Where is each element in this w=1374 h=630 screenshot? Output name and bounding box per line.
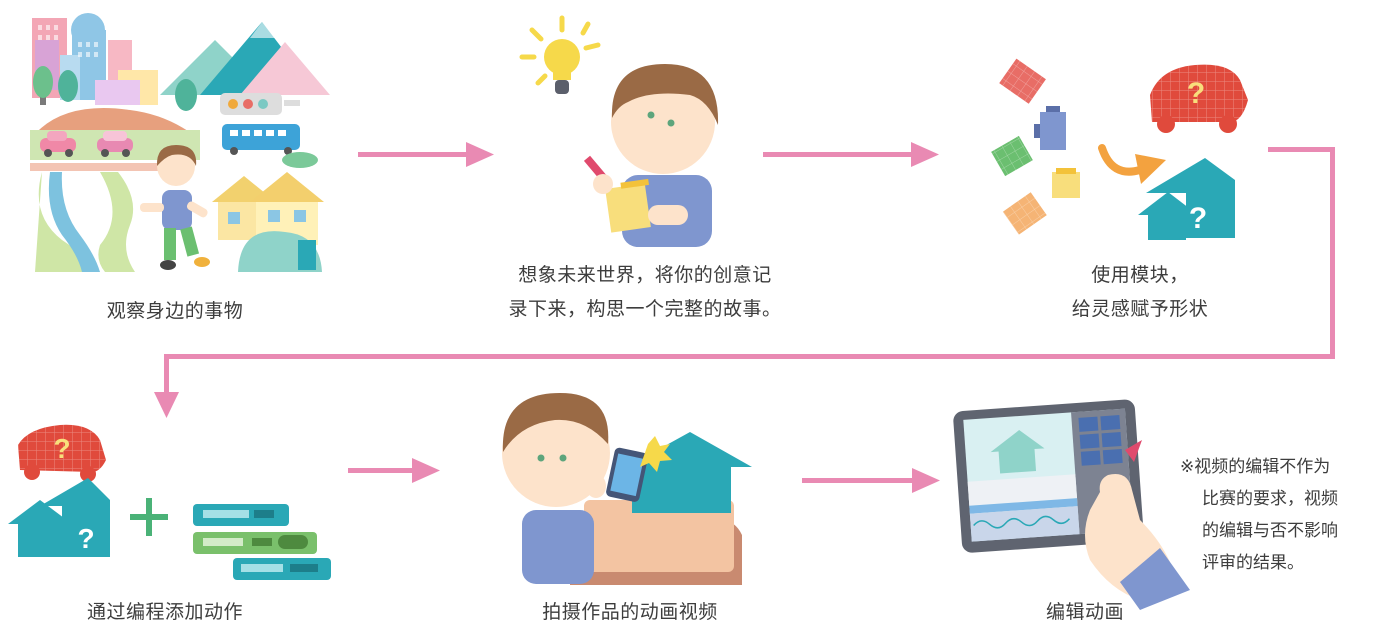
step2-caption: 想象未来世界，将你的创意记 录下来，构思一个完整的故事。 xyxy=(470,258,820,326)
blocks-illustration xyxy=(991,58,1248,240)
car-shape-icon xyxy=(18,424,106,482)
note-line3: 的编辑与否不影响 xyxy=(1202,521,1338,541)
step1-caption: 观察身边的事物 xyxy=(106,300,244,322)
arrow-right-icon xyxy=(348,458,440,483)
arrow-connector-icon xyxy=(154,147,1335,418)
smartphone-icon xyxy=(606,447,648,502)
car-shape-icon xyxy=(1150,64,1248,133)
lightbulb-icon xyxy=(519,15,601,94)
step3-caption-line1: 使用模块， xyxy=(1091,264,1189,286)
programming-illustration xyxy=(8,424,331,580)
imagining-boy-illustration xyxy=(519,15,719,247)
step3-caption-line2: 给灵感赋予形状 xyxy=(1071,298,1209,320)
step6-caption: 编辑动画 xyxy=(1045,601,1124,623)
step3-caption: 使用模块， 给灵感赋予形状 xyxy=(1040,258,1240,326)
city-scene-illustration xyxy=(30,13,330,272)
flow-arrows xyxy=(154,142,1335,493)
house-question-mark: ? xyxy=(1189,202,1207,235)
note-line2: 比赛的要求，视频 xyxy=(1202,489,1338,509)
step2-caption-line1: 想象未来世界，将你的创意记 xyxy=(518,264,772,286)
program-blocks xyxy=(193,504,331,580)
step2-caption-line2: 录下来，构思一个完整的故事。 xyxy=(508,298,782,320)
step5-caption: 拍摄作品的动画视频 xyxy=(542,601,718,623)
house-shape-icon xyxy=(8,478,110,557)
house-question-mark: ? xyxy=(77,523,94,554)
note-line1: ※视频的编辑不作为 xyxy=(1180,457,1331,477)
car-question-mark: ? xyxy=(1187,77,1205,110)
arrow-right-icon xyxy=(763,142,939,167)
editing-note: ※视频的编辑不作为 比赛的要求，视频 的编辑与否不影响 评审的结果。 xyxy=(1180,451,1370,579)
filming-illustration xyxy=(502,393,752,585)
editing-tablet-illustration xyxy=(953,399,1190,610)
arrow-right-icon xyxy=(358,142,494,167)
note-line4: 评审的结果。 xyxy=(1202,553,1304,573)
arrow-right-icon xyxy=(802,468,940,493)
car-question-mark: ? xyxy=(53,433,70,464)
step4-caption: 通过编程添加动作 xyxy=(86,601,243,623)
house-shape-icon xyxy=(1138,158,1235,240)
